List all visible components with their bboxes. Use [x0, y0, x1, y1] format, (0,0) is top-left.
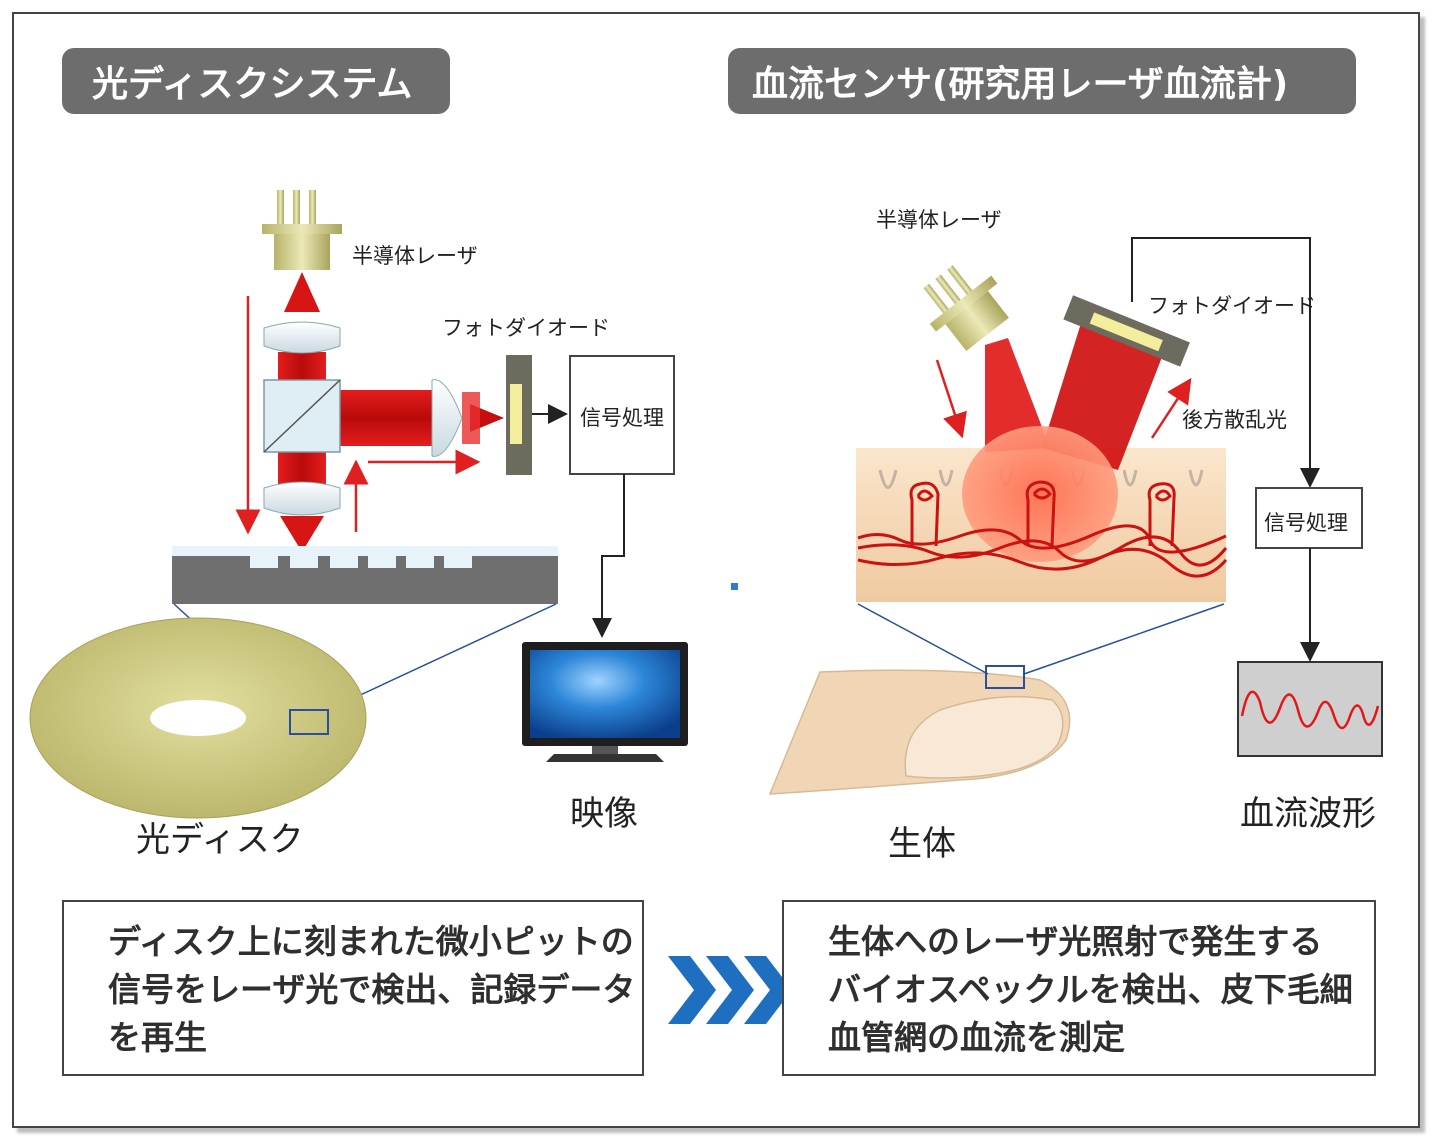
- red-direction-arrows-left: [235, 296, 481, 535]
- disc-cross-section: [172, 546, 558, 604]
- photodiode-right: [1063, 295, 1190, 367]
- optics-left: [263, 321, 463, 516]
- description-line: 信号をレーザ光で検出、記録データ: [108, 970, 636, 1009]
- photodiode-label-left: フォトダイオード: [442, 316, 610, 340]
- laser-beam-left: [278, 272, 504, 552]
- chevron-arrows: [668, 956, 792, 1024]
- to-video-arrow: [592, 474, 625, 638]
- waveform-display: [1237, 661, 1383, 757]
- signal-label-left: 信号処理: [580, 406, 664, 430]
- video-label: 映像: [570, 794, 638, 834]
- photodiode-label-right: フォトダイオード: [1148, 294, 1316, 318]
- optical-disc-title: 光ディスクシステム: [62, 48, 450, 114]
- optical-disc: [29, 617, 367, 819]
- photodiode-left: [506, 355, 532, 475]
- body-label: 生体: [888, 824, 956, 864]
- laser-label-left: 半導体レーザ: [352, 244, 478, 268]
- description-line: 血管網の血流を測定: [828, 1018, 1125, 1057]
- description-box-left: ディスク上に刻まれた微小ピットの 信号をレーザ光で検出、記録データ を再生: [62, 900, 644, 1076]
- description-line: を再生: [108, 1018, 207, 1057]
- backscatter-label: 後方散乱光: [1182, 408, 1287, 432]
- finger: [768, 665, 1071, 795]
- laser-label-right: 半導体レーザ: [876, 208, 1002, 232]
- signal-label-right: 信号処理: [1264, 511, 1348, 535]
- waveform-label: 血流波形: [1240, 794, 1376, 834]
- center-dot: [731, 583, 738, 590]
- description-line: ディスク上に刻まれた微小ピットの: [108, 922, 634, 961]
- disc-label: 光ディスク: [136, 820, 304, 860]
- red-laser-beams-right: [962, 320, 1164, 562]
- laser-diode-right: [923, 265, 1009, 351]
- signal-processing-box-left: [569, 355, 675, 475]
- description-line: バイオスペックルを検出、皮下毛細: [828, 970, 1353, 1009]
- red-direction-arrows-right: [935, 359, 1192, 439]
- description-box-right: 生体へのレーザ光照射で発生する バイオスペックルを検出、皮下毛細 血管網の血流を…: [782, 900, 1376, 1076]
- laser-diode-left: [262, 190, 342, 270]
- capillary-network: [857, 480, 1228, 578]
- video-monitor: [522, 642, 688, 762]
- finger-zoom-lines: [857, 603, 1225, 675]
- description-line: 生体へのレーザ光照射で発生する: [828, 922, 1323, 961]
- to-signal-arrow-right: [1131, 237, 1320, 488]
- blood-flow-title: 血流センサ(研究用レーザ血流計): [728, 48, 1356, 114]
